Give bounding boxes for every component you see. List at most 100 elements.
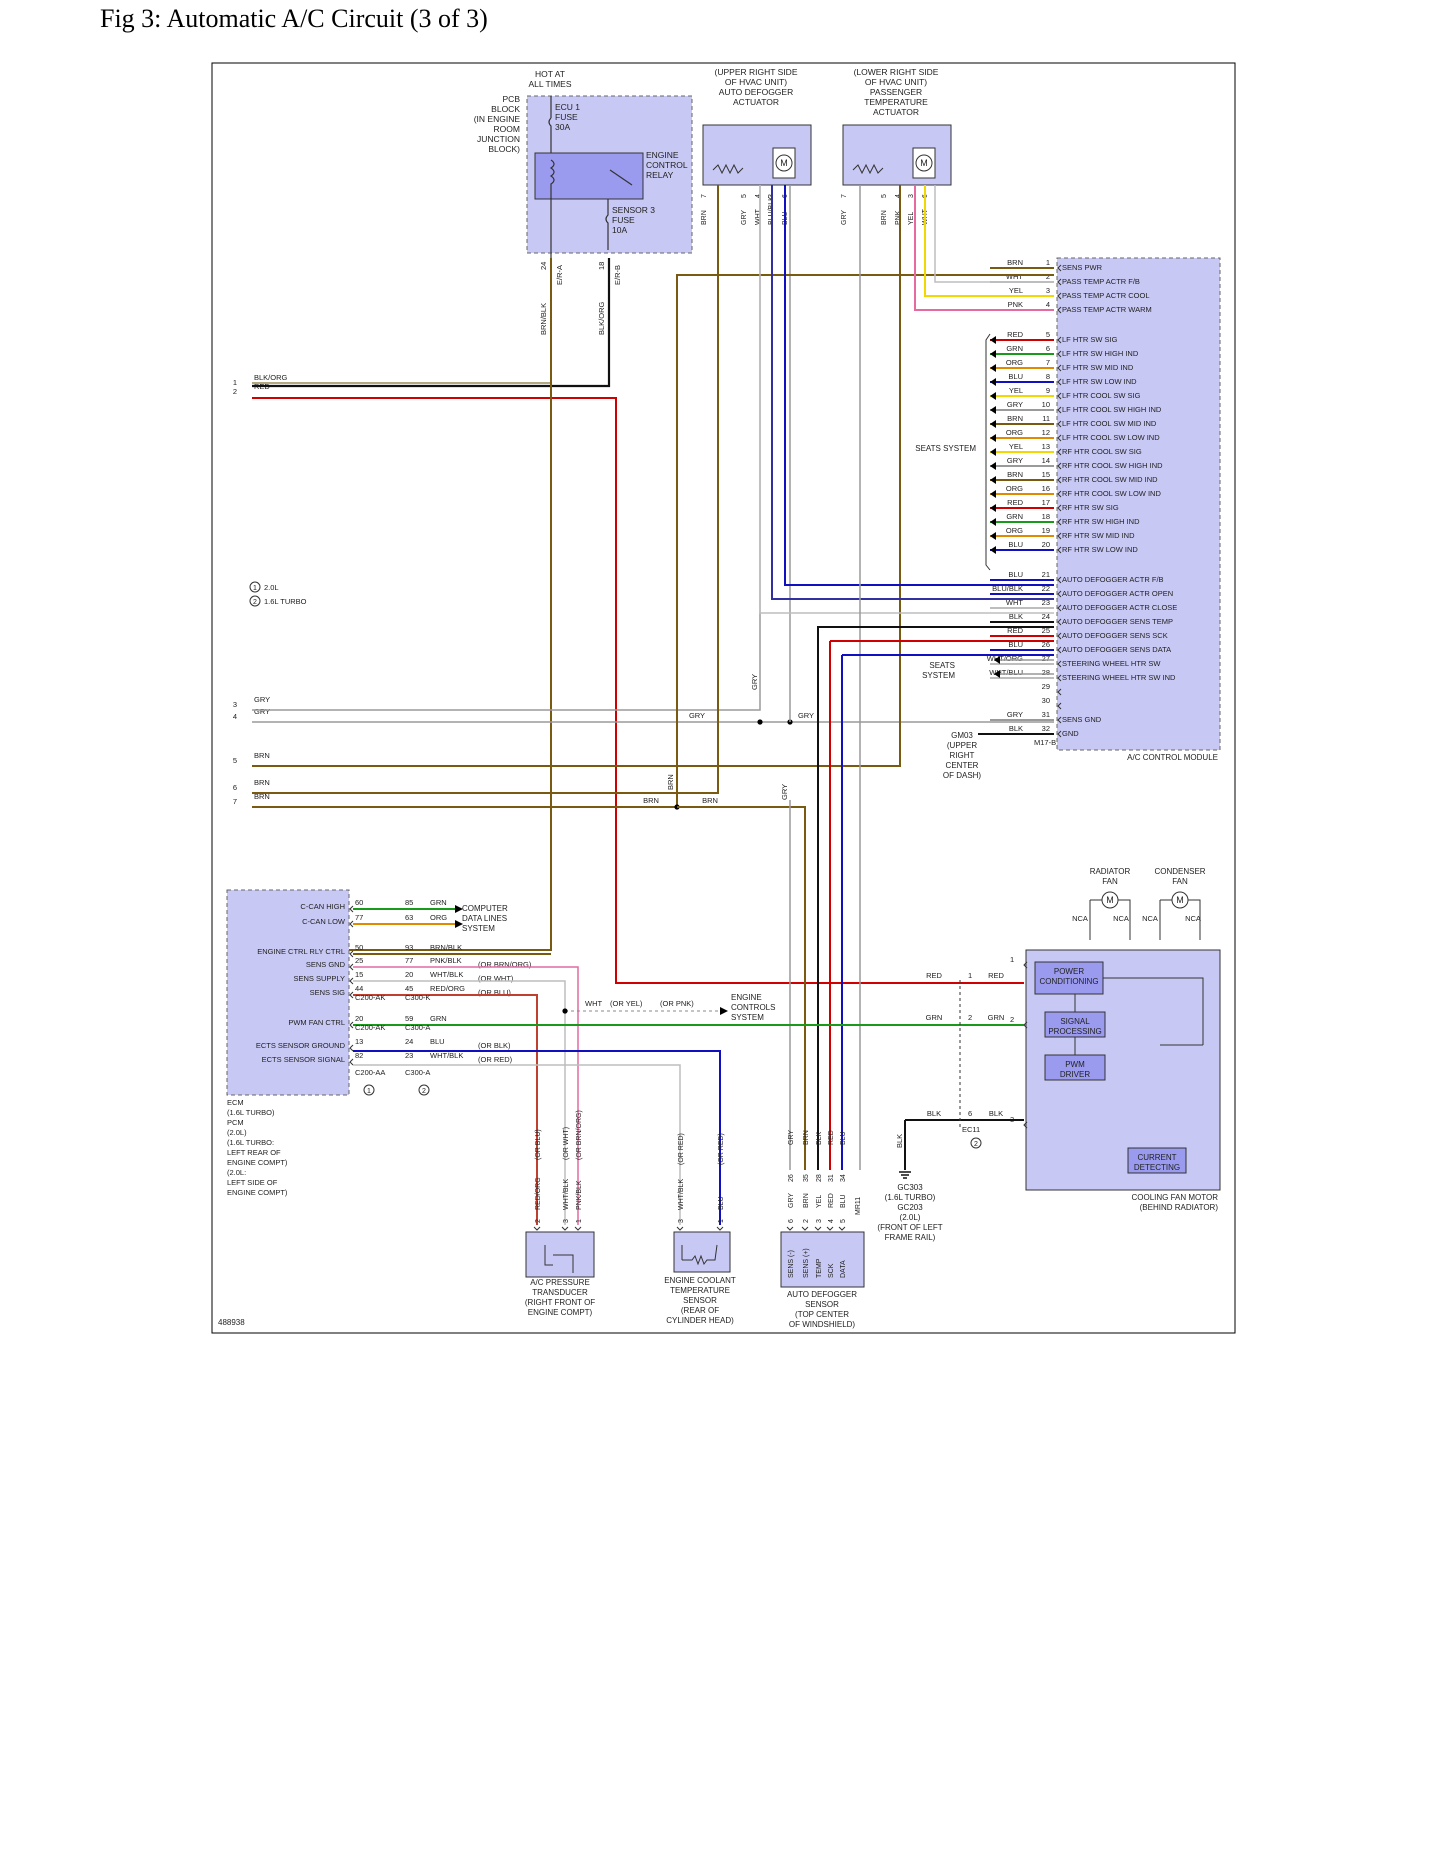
connector-pin [349, 950, 354, 958]
defogger-sensor-label: OF WINDSHIELD) [789, 1320, 856, 1329]
ects-pin: 3 [678, 1219, 685, 1223]
wire-red [252, 397, 960, 984]
passenger-temp-actuator-label: OF HVAC UNIT) [865, 77, 927, 87]
wire-blu-ects [353, 1050, 721, 1225]
note-number: 1 [367, 1088, 371, 1095]
connector-pin [1057, 406, 1062, 414]
fan-block-1 [1044, 1011, 1106, 1038]
seats-arrow [990, 336, 996, 344]
gc303-ground-label: (FRONT OF LEFT [877, 1223, 942, 1232]
connector-pin [1057, 702, 1062, 710]
engine-ctrl-arrow [720, 1007, 728, 1015]
acm-pin-number: 23 [1042, 598, 1050, 607]
ecm-label: LEFT REAR OF [227, 1148, 281, 1157]
upper-defogger-actuator-label: ACTUATOR [733, 97, 779, 107]
pcb-label: BLOCK [491, 104, 520, 114]
fan-block-2 [1044, 1054, 1106, 1081]
acm-pin-function: RF HTR SW LOW IND [1062, 545, 1138, 554]
ects-pin: 1 [718, 1219, 725, 1223]
passenger-temp-actuator-wire-label: YEL [908, 212, 915, 225]
ecm-label: (1.6L TURBO: [227, 1138, 274, 1147]
ac-control-module [1056, 257, 1221, 751]
ecm-wire-alt: (OR BLU) [478, 988, 511, 997]
wire-wht-2 [934, 185, 1054, 283]
ecm-pin-function: PWM FAN CTRL [288, 1018, 345, 1027]
defogger-top-wire: RED [828, 1130, 835, 1145]
pcb-pin: 18 [597, 262, 606, 270]
seats-system-2-label: SYSTEM [922, 671, 955, 680]
ecm-pin: 44 [355, 984, 363, 993]
ecm-pin: 45 [405, 984, 413, 993]
defogger-a-pin: 28 [816, 1174, 823, 1182]
acm-pin-function: PASS TEMP ACTR WARM [1062, 305, 1152, 314]
transducer-label: A/C PRESSURE [530, 1278, 590, 1287]
ec11-pin: 2 [968, 1013, 972, 1022]
acm-wire-label: BLU/BLK [992, 584, 1023, 593]
fuse-sensor3: 10A [612, 225, 627, 235]
connector-pin [1057, 292, 1062, 300]
fan-block-label: DETECTING [1134, 1163, 1180, 1172]
seats-arrow [990, 392, 996, 400]
connector-pin [1057, 576, 1062, 584]
ecm-pin: 15 [355, 970, 363, 979]
figure-id: 488938 [218, 1318, 245, 1327]
transducer-pin: 3 [563, 1219, 570, 1223]
passenger-temp-actuator-wire-label: PNK [895, 210, 902, 225]
acm-wire-label: RED [1007, 626, 1023, 635]
seats-arrow [990, 350, 996, 358]
ecm-label: (1.6L TURBO) [227, 1108, 275, 1117]
transducer-symbol [544, 1245, 574, 1273]
wire-label: RED [988, 971, 1004, 980]
fuse-sensor3: SENSOR 3 [612, 205, 655, 215]
connector-pin [1057, 364, 1062, 372]
seats-arrow [990, 462, 996, 470]
ecm-connector: C200-AA [355, 1068, 385, 1077]
connector-pin [1057, 336, 1062, 344]
ecm-label: (2.0L) [227, 1128, 247, 1137]
pcb-header: ALL TIMES [529, 79, 572, 89]
connector-pin [349, 1058, 354, 1066]
seats-arrow [990, 406, 996, 414]
acm-pin-number: 13 [1042, 442, 1050, 451]
wire-label: BLK [895, 1134, 904, 1148]
acm-wire-label: WHT/ORG [987, 654, 1023, 663]
seats-arrow [994, 670, 1000, 678]
wire-label: GRN [988, 1013, 1005, 1022]
acm-pin-number: 6 [1046, 344, 1050, 353]
acm-pin-function: SENS GND [1062, 715, 1102, 724]
acm-pin-function: LF HTR SW SIG [1062, 335, 1118, 344]
acm-pin-number: 21 [1042, 570, 1050, 579]
transducer-wire: RED/ORG [535, 1177, 542, 1210]
acm-wire-label: WHT/BLU [989, 668, 1023, 677]
defogger-a-pin: 35 [803, 1174, 810, 1182]
left-wire-label: BRN [254, 792, 270, 801]
seats-arrow [990, 476, 996, 484]
seats-bracket [985, 333, 991, 571]
connector-pin [1057, 632, 1062, 640]
passenger-temp-actuator-motor-glyph: M [920, 158, 928, 168]
ecm-label: ENGINE COMPT) [227, 1188, 288, 1197]
note-circle [363, 1084, 375, 1096]
acm-pin-function: RF HTR SW HIGH IND [1062, 517, 1140, 526]
acm-pin-number: 3 [1046, 286, 1050, 295]
connector-pin [1023, 961, 1028, 969]
wire-wht-blk [353, 980, 566, 1225]
wire-label: GRN [926, 1013, 943, 1022]
gc303-ground-label: FRAME RAIL) [885, 1233, 936, 1242]
wire-label: (OR YEL) [610, 999, 643, 1008]
wire-label: (OR PNK) [660, 999, 694, 1008]
ecm-pin-function: SENS GND [306, 960, 346, 969]
left-wire-label: GRY [254, 695, 270, 704]
acm-pin-number: 8 [1046, 372, 1050, 381]
passenger-temp-actuator-label: (LOWER RIGHT SIDE [854, 67, 939, 77]
acm-wire-label: BLU [1008, 372, 1023, 381]
seats-system-2-label: SEATS [929, 661, 955, 670]
wire-gry-3 [252, 185, 761, 711]
upper-defogger-actuator-wire-label: WHT [755, 208, 762, 225]
connector-pin [1057, 532, 1062, 540]
connector-pin [1057, 618, 1062, 626]
wire-red-25 [829, 640, 1054, 1170]
acm-pin-number: 27 [1042, 654, 1050, 663]
defogger-top-wire: BRN [803, 1130, 810, 1145]
pcb-pin: 24 [539, 262, 548, 270]
